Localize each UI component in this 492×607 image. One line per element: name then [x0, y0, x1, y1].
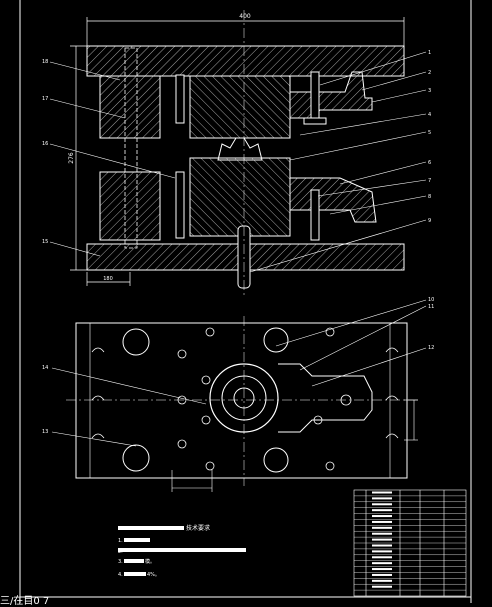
bottom-cut-text: 三/在目0 7	[0, 596, 50, 607]
tech-req-bar-4	[124, 559, 144, 563]
callouts-lower: 10 11 12 14 13	[42, 297, 434, 435]
callout-3: 3	[428, 88, 431, 94]
upper-right-bolt	[310, 71, 320, 121]
lower-right-bolt	[310, 189, 320, 241]
callout-2: 2	[428, 70, 431, 76]
parts-list-cell-marker	[372, 515, 392, 518]
callout-18: 18	[42, 59, 48, 65]
callout-1: 1	[428, 50, 431, 56]
parts-list-cell-marker	[372, 491, 392, 494]
callouts-upper: 1 2 3 4 5 6 7 8 9 18 17 16 15	[42, 50, 431, 245]
parts-list-cell-marker	[372, 579, 392, 582]
callout-13: 13	[42, 429, 48, 435]
plan-outline	[75, 322, 408, 479]
parts-list-cell-marker	[372, 503, 392, 506]
upper-punch-block	[189, 75, 291, 139]
plan-bottom-dim	[171, 470, 213, 492]
tech-req-item-4: 4.	[118, 572, 123, 578]
callout-6: 6	[428, 160, 431, 166]
parts-list-cell-marker	[372, 544, 392, 547]
guide-bush-top-right	[263, 327, 289, 353]
upper-right-nut	[303, 117, 327, 125]
plan-right-slider	[278, 363, 373, 433]
parts-list-cell-marker	[372, 509, 392, 512]
callout-9: 9	[428, 218, 431, 224]
front-section-view: 400 276	[49, 10, 427, 296]
upper-right-slider	[289, 71, 373, 119]
parts-list-cell-marker	[372, 520, 392, 523]
tech-req-tail-4: 4%。	[147, 572, 160, 578]
tech-req-title: 技术要求	[186, 524, 210, 532]
plan-leader-lines	[51, 299, 427, 447]
parts-list-cell-marker	[372, 585, 392, 588]
callout-11: 11	[428, 304, 434, 310]
tech-req-item-3: 3.	[118, 559, 123, 565]
lower-left-bolt	[175, 171, 185, 239]
top-dimension-value: 400	[239, 13, 251, 20]
parts-list-cell-marker	[372, 497, 392, 500]
right-leader-lines	[249, 51, 427, 273]
gear-punch	[217, 137, 263, 161]
parts-list-cell-marker	[372, 556, 392, 559]
lower-die-block	[189, 157, 291, 237]
tech-req-tail-3: 模。	[145, 558, 155, 565]
parts-list-cell-marker	[372, 568, 392, 571]
callout-10: 10	[428, 297, 434, 303]
upper-left-block	[99, 75, 161, 139]
technical-requirements: 技术要求 1. 2. 3. 模。 4. 4%。	[118, 524, 246, 578]
lower-right-slider	[289, 177, 377, 223]
parts-list-cell-marker	[372, 550, 392, 553]
callout-14: 14	[42, 365, 48, 371]
callout-15: 15	[42, 239, 48, 245]
tech-req-bar-1	[118, 526, 184, 530]
guide-bush-bottom-right	[263, 447, 289, 473]
callout-12: 12	[428, 345, 434, 351]
left-dimension-value: 276	[68, 152, 75, 164]
parts-list-cell-marker	[372, 562, 392, 565]
bottom-dimension-value: 180	[103, 276, 113, 282]
gear-mid-circle	[221, 375, 267, 421]
upper-die-plate	[86, 45, 405, 77]
drawing-border	[19, 0, 472, 603]
parts-list-cell-marker	[372, 538, 392, 541]
parts-list-cell-marker	[372, 526, 392, 529]
tech-req-bar-2	[124, 538, 150, 542]
screw-holes	[177, 327, 352, 471]
plan-right-dim	[404, 399, 418, 441]
callout-5: 5	[428, 130, 431, 136]
guide-bush-bottom-left	[122, 444, 150, 472]
callout-17: 17	[42, 96, 48, 102]
lower-left-stripper	[99, 171, 161, 241]
left-leader-lines	[49, 61, 176, 257]
gear-outer-circle	[209, 363, 279, 433]
callout-4: 4	[428, 112, 431, 118]
parts-list-cell-marker	[372, 532, 392, 535]
plan-inner-outline	[89, 322, 391, 479]
gear-inner-circle	[233, 387, 255, 409]
parts-list-cell-marker	[372, 573, 392, 576]
tech-req-bar-3	[118, 548, 246, 552]
tech-req-item-1: 1.	[118, 538, 123, 544]
guide-bush-top-left	[122, 328, 150, 356]
parts-list-rows	[354, 491, 466, 591]
callout-8: 8	[428, 194, 431, 200]
side-slots	[91, 347, 399, 439]
bottom-dimension-line	[86, 272, 131, 286]
callout-7: 7	[428, 178, 431, 184]
top-dimension-line	[86, 17, 405, 46]
callout-16: 16	[42, 141, 48, 147]
plan-view	[51, 299, 427, 492]
tech-req-bar-5	[124, 572, 146, 576]
upper-left-bolt	[175, 74, 185, 124]
